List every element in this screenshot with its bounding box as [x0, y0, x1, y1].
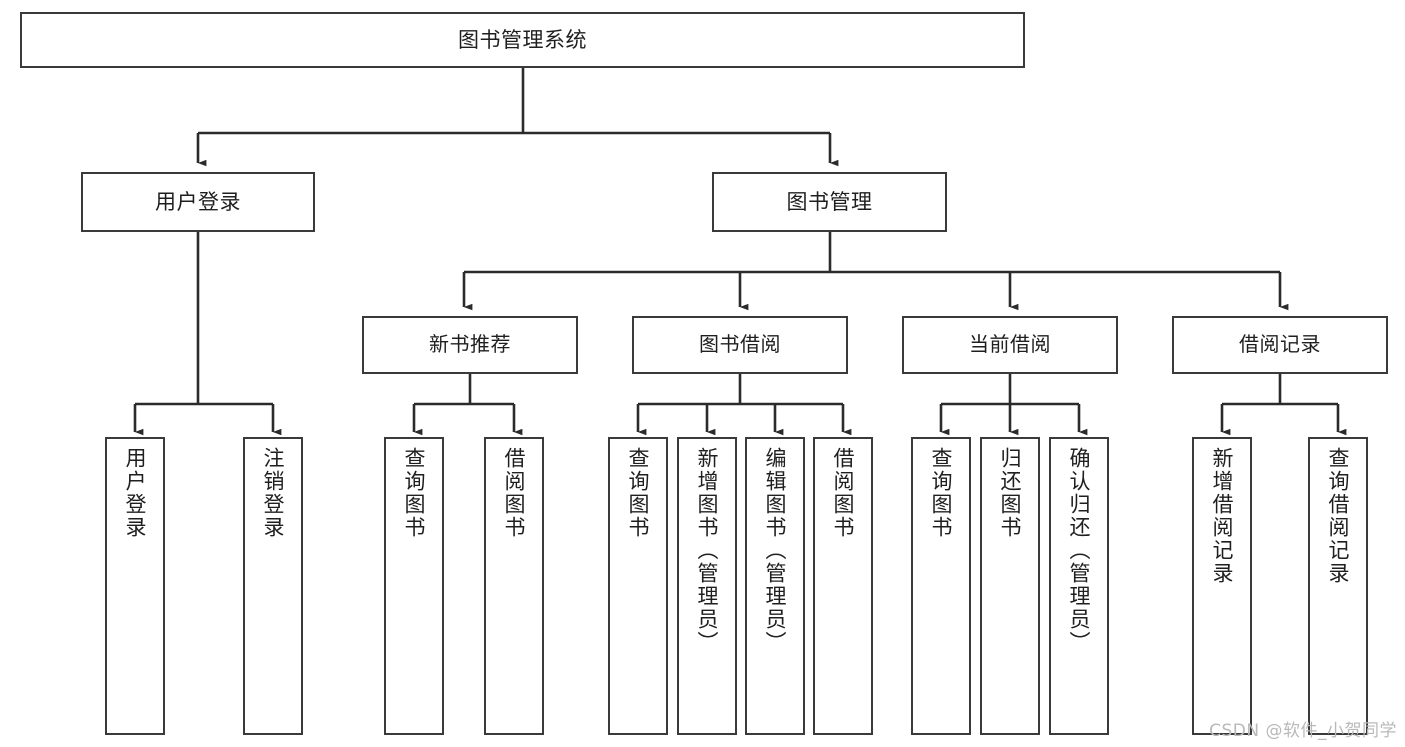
leaf-current-borrow-query[interactable]: 查询图书	[911, 437, 971, 735]
csdn-watermark: CSDN @软件_小贺同学	[1209, 721, 1397, 741]
node-label: 编辑图书（管理员）	[763, 447, 788, 654]
leaf-book-borrow-borrow[interactable]: 借阅图书	[813, 437, 873, 735]
leaf-user-login-login[interactable]: 用户登录	[105, 437, 165, 735]
leaf-borrow-record-add[interactable]: 新增借阅记录	[1192, 437, 1252, 735]
leaf-book-borrow-query[interactable]: 查询图书	[608, 437, 668, 735]
node-label: 新书推荐	[429, 332, 511, 357]
node-label: 查询图书	[626, 447, 651, 539]
node-label: 图书管理	[786, 189, 873, 214]
leaf-current-borrow-return[interactable]: 归还图书	[980, 437, 1040, 735]
node-borrow-record[interactable]: 借阅记录	[1172, 316, 1388, 374]
node-label: 图书管理系统	[458, 27, 587, 52]
node-label: 用户登录	[123, 447, 148, 539]
leaf-user-login-logout[interactable]: 注销登录	[243, 437, 303, 735]
node-label: 查询图书	[402, 447, 427, 539]
node-label: 新增图书（管理员）	[695, 447, 720, 654]
leaf-book-borrow-edit[interactable]: 编辑图书（管理员）	[745, 437, 805, 735]
node-book-management[interactable]: 图书管理	[712, 172, 947, 232]
node-root-system[interactable]: 图书管理系统	[20, 12, 1025, 68]
leaf-new-book-borrow[interactable]: 借阅图书	[484, 437, 544, 735]
node-label: 确认归还（管理员）	[1067, 447, 1092, 654]
node-user-login[interactable]: 用户登录	[81, 172, 315, 232]
node-label: 用户登录	[155, 189, 241, 214]
node-label: 新增借阅记录	[1210, 447, 1235, 585]
leaf-book-borrow-add[interactable]: 新增图书（管理员）	[677, 437, 737, 735]
leaf-borrow-record-query[interactable]: 查询借阅记录	[1308, 437, 1368, 735]
node-label: 注销登录	[261, 447, 286, 539]
node-label: 图书借阅	[699, 332, 781, 357]
node-label: 查询借阅记录	[1326, 447, 1351, 585]
node-label: 归还图书	[998, 447, 1023, 539]
node-book-borrow[interactable]: 图书借阅	[632, 316, 848, 374]
node-label: 借阅图书	[502, 447, 527, 539]
node-label: 借阅图书	[831, 447, 856, 539]
leaf-current-borrow-confirm[interactable]: 确认归还（管理员）	[1049, 437, 1109, 735]
node-new-book-recommend[interactable]: 新书推荐	[362, 316, 578, 374]
node-label: 当前借阅	[969, 332, 1051, 357]
node-label: 查询图书	[929, 447, 954, 539]
node-label: 借阅记录	[1239, 332, 1321, 357]
leaf-new-book-query[interactable]: 查询图书	[384, 437, 444, 735]
node-current-borrow[interactable]: 当前借阅	[902, 316, 1118, 374]
